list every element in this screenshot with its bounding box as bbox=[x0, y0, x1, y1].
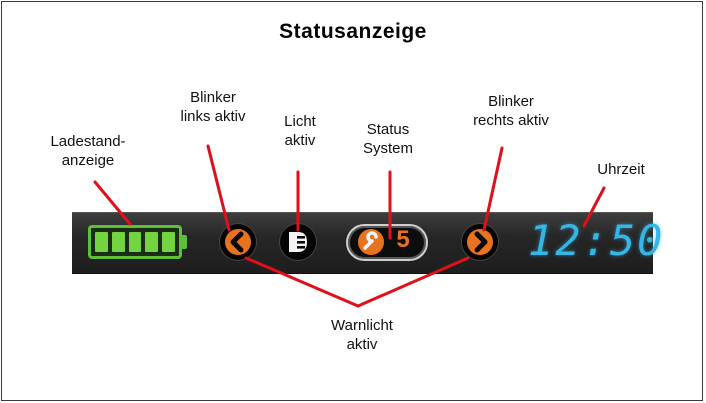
status-number: 5 bbox=[396, 226, 410, 253]
chevron-left-icon bbox=[225, 229, 251, 255]
pointer-warnlicht-left bbox=[244, 256, 360, 308]
chevron-right-icon bbox=[467, 229, 493, 255]
headlight-icon bbox=[289, 232, 307, 252]
battery-cell bbox=[162, 232, 175, 252]
status-system-indicator bbox=[346, 224, 428, 261]
battery-cell bbox=[95, 232, 108, 252]
battery-icon bbox=[88, 225, 182, 259]
label-ladestand: Ladestand-anzeige bbox=[50, 133, 126, 169]
pointer-uhrzeit bbox=[582, 186, 606, 228]
page-title: Statusanzeige bbox=[279, 20, 427, 43]
pointer-warnlicht-right bbox=[356, 256, 470, 308]
label-uhrzeit: Uhrzeit bbox=[597, 161, 645, 178]
pointer-blinker-links bbox=[206, 144, 231, 232]
wrench-icon bbox=[358, 229, 384, 255]
pointer-blinker-rechts bbox=[482, 146, 504, 232]
battery-terminal bbox=[182, 235, 187, 249]
battery-cell bbox=[145, 232, 159, 252]
pointer-ladestand bbox=[93, 180, 132, 226]
right-indicator bbox=[462, 224, 498, 260]
battery-cell bbox=[111, 232, 125, 252]
left-indicator bbox=[220, 224, 256, 260]
battery-cell bbox=[128, 232, 142, 252]
